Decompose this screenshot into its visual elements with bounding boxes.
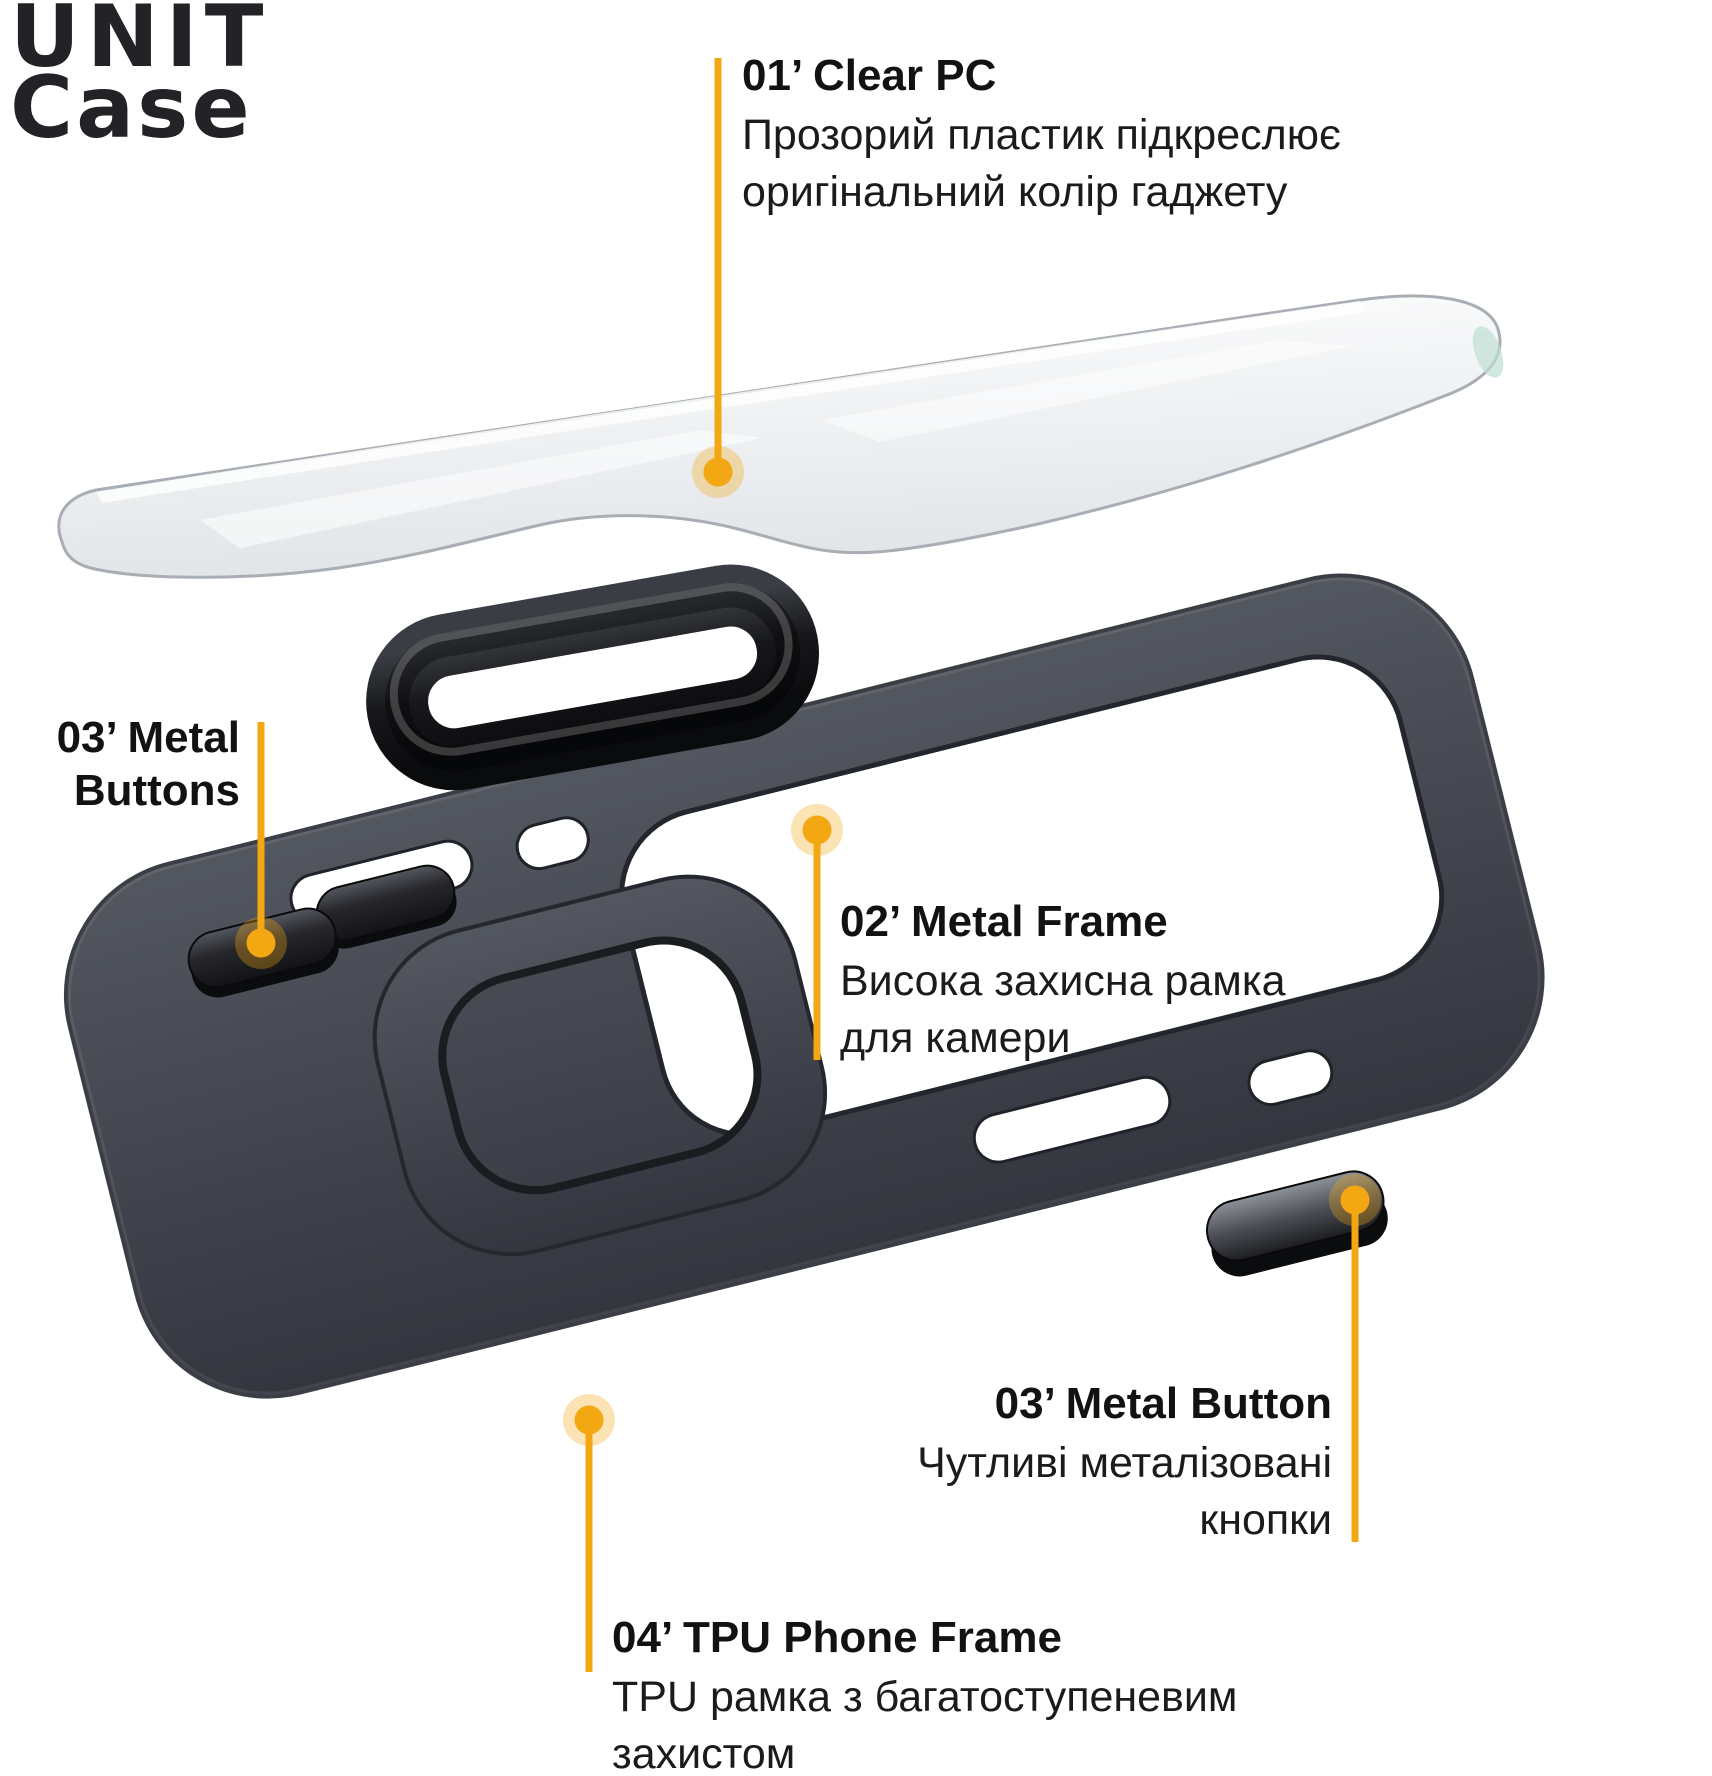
panel-glass-edge: [1472, 326, 1504, 378]
callout-title: 01’ Clear PC: [742, 51, 997, 100]
marker-dot-metal-buttons: [246, 928, 276, 958]
tpu-case-frame: [60, 570, 1548, 1402]
marker-dot-tpu-frame: [574, 1405, 604, 1435]
camera-metal-frame-ring: [366, 564, 820, 791]
callout-description: Прозорий пластик підкреслює оригінальний…: [742, 110, 1341, 216]
callout-title: 03’ Metal Buttons: [56, 713, 240, 815]
brand-logo: UNIT Case: [10, 0, 271, 158]
callout-metal-button: 03’ Metal Button Чутливі металізовані кн…: [832, 1378, 1332, 1549]
callout-clear-pc: 01’ Clear PC Прозорий пластик підкреслює…: [742, 50, 1392, 221]
bottom-port-slot: [972, 1075, 1172, 1164]
bottom-port-slot: [1247, 1049, 1334, 1107]
callout-description: Чутливі металізовані кнопки: [917, 1438, 1332, 1544]
leader-lines: [235, 58, 1381, 1672]
panel-reflection-streak: [200, 430, 762, 548]
marker-dot-clear-pc: [703, 457, 733, 487]
callout-tpu-frame: 04’ TPU Phone Frame TPU рамка з багатост…: [612, 1612, 1242, 1776]
marker-dot-metal-frame: [802, 815, 832, 845]
brand-logo-top: UNIT: [10, 0, 271, 87]
clear-pc-panel: [57, 294, 1504, 579]
case-camera-surround: [372, 874, 828, 1257]
callout-description: TPU рамка з багатоступеневим захистом: [612, 1672, 1238, 1776]
callout-metal-frame: 02’ Metal Frame Висока захисна рамка для…: [840, 896, 1310, 1067]
callout-title: 03’ Metal Button: [994, 1379, 1332, 1428]
callout-description: Висока захисна рамка для камери: [840, 956, 1286, 1062]
panel-reflection-streak: [820, 340, 1352, 442]
brand-logo-bottom: Case: [10, 57, 253, 158]
callout-title: 02’ Metal Frame: [840, 897, 1168, 946]
side-button-slot: [515, 816, 590, 871]
callout-title: 04’ TPU Phone Frame: [612, 1613, 1062, 1662]
panel-top-highlight: [96, 301, 1366, 503]
marker-dot-metal-button: [1340, 1185, 1370, 1215]
metal-button-right: [1206, 1170, 1388, 1277]
callout-metal-buttons: 03’ Metal Buttons: [0, 712, 240, 822]
